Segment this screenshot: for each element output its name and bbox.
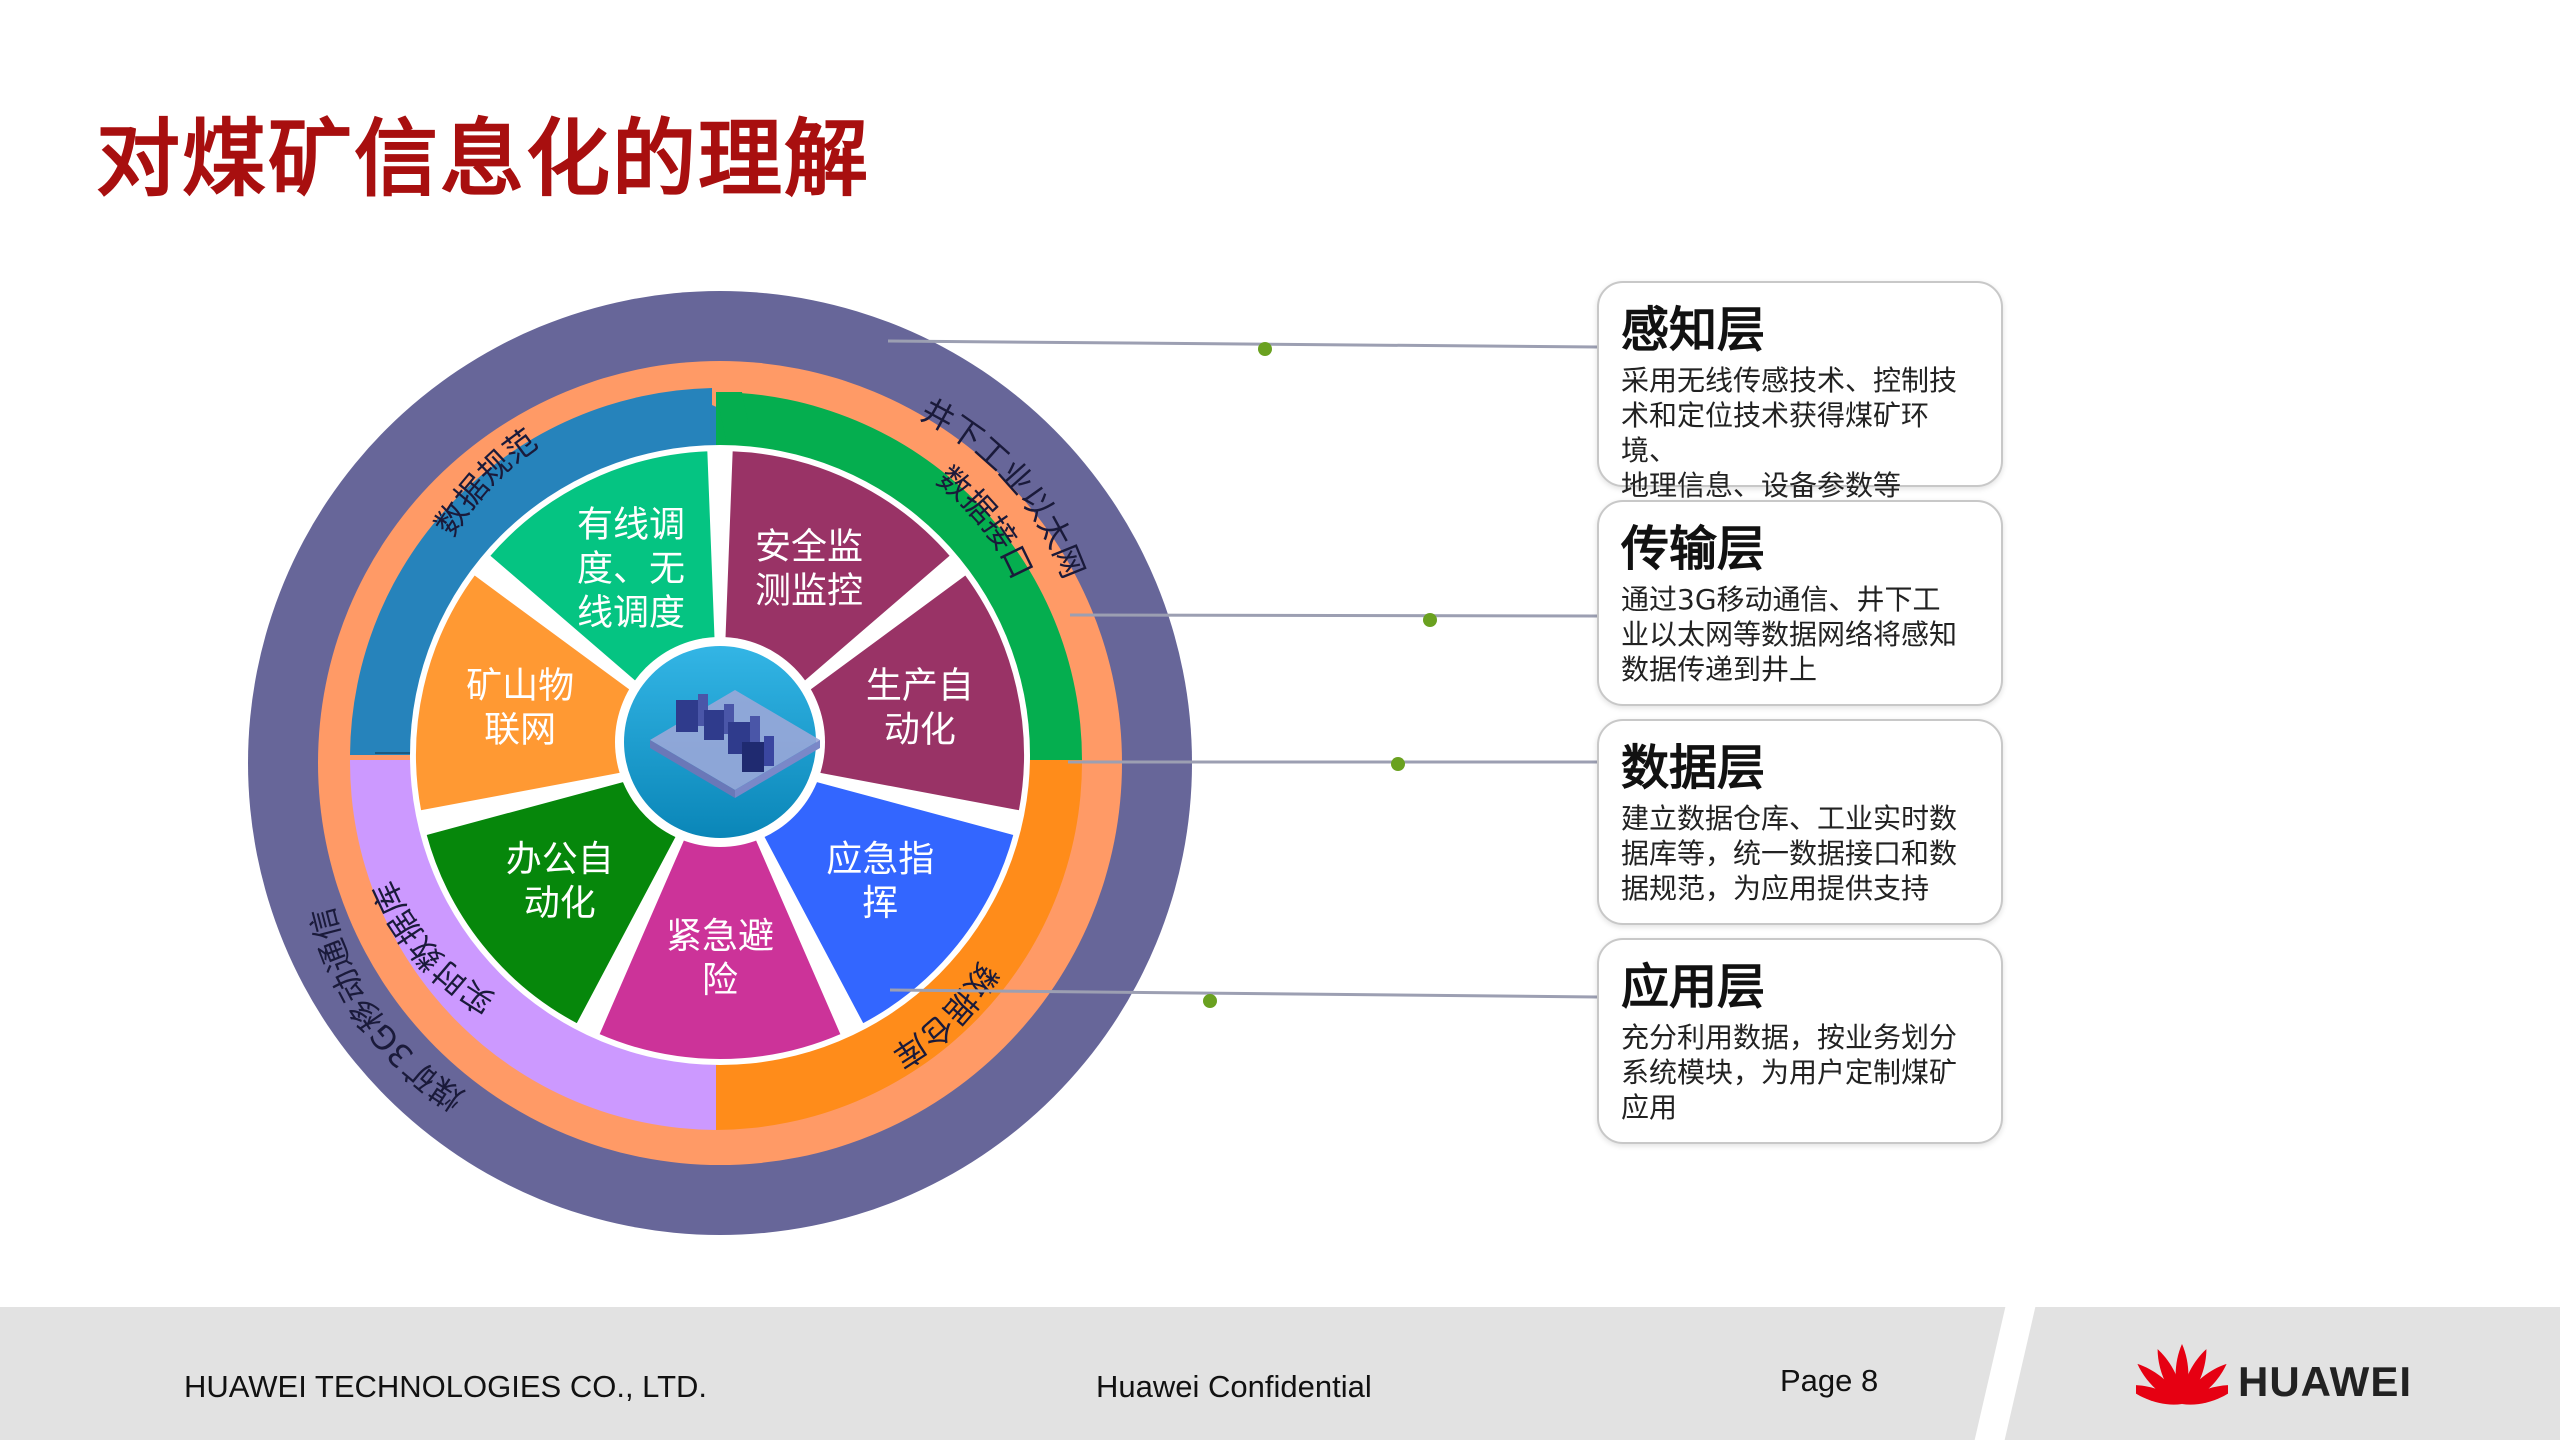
footer-confidential: Huawei Confidential bbox=[1096, 1369, 1372, 1404]
layer-desc-line: 数据传递到井上 bbox=[1621, 653, 1818, 686]
layer-desc-line: 术和定位技术获得煤矿环境、 bbox=[1621, 399, 1930, 467]
layer-desc-line: 采用无线传感技术、控制技 bbox=[1621, 364, 1958, 397]
pie-segments bbox=[414, 449, 1026, 1061]
connectors bbox=[887, 339, 1598, 999]
pie-segment bbox=[424, 755, 718, 1026]
layer-box-data: 数据层 建立数据仓库、工业实时数 据库等，统一数据接口和数 据规范，为应用提供支… bbox=[1597, 719, 2003, 925]
footer-bar: HUAWEI TECHNOLOGIES CO., LTD. Huawei Con… bbox=[0, 1307, 2560, 1440]
layer-desc-line: 业以太网等数据网络将感知 bbox=[1621, 618, 1958, 651]
pie-segment-label: 有线调 bbox=[577, 504, 685, 545]
layer-description: 通过3G移动通信、井下工 业以太网等数据网络将感知 数据传递到井上 bbox=[1621, 582, 1979, 687]
footer-divider bbox=[1974, 1307, 2036, 1440]
pie-segment bbox=[596, 761, 844, 1061]
footer-page-number: Page 8 bbox=[1780, 1363, 1879, 1398]
pie-segment-label: 测监控 bbox=[755, 570, 863, 611]
layer-desc-line: 充分利用数据，按业务划分 bbox=[1621, 1021, 1958, 1054]
layer-desc-line: 建立数据仓库、工业实时数 bbox=[1621, 802, 1958, 835]
pie-segment bbox=[722, 755, 1016, 1026]
pie-segment-label: 动化 bbox=[884, 709, 956, 750]
huawei-logo-icon bbox=[2136, 1344, 2228, 1405]
pie-segment-label: 联网 bbox=[484, 709, 556, 750]
pie-segment-label: 险 bbox=[702, 960, 738, 1001]
layer-box-perception: 感知层 采用无线传感技术、控制技 术和定位技术获得煤矿环境、 地理信息、设备参数… bbox=[1597, 281, 2003, 502]
pie-segment-label: 办公自 bbox=[506, 839, 614, 880]
layer-desc-line: 据规范，为应用提供支持 bbox=[1621, 872, 1930, 905]
pie-segment-label: 线调度 bbox=[577, 592, 685, 633]
pie-segment-label: 生产自 bbox=[866, 665, 974, 706]
layer-box-application: 应用层 充分利用数据，按业务划分 系统模块，为用户定制煤矿 应用 bbox=[1597, 938, 2003, 1144]
pie-segment-label: 动化 bbox=[524, 883, 596, 924]
pie-segment-label: 紧急避 bbox=[666, 916, 774, 957]
server-network-icon bbox=[650, 690, 820, 798]
layer-desc-line: 地理信息、设备参数等 bbox=[1621, 469, 1902, 502]
layer-description: 建立数据仓库、工业实时数 据库等，统一数据接口和数 据规范，为应用提供支持 bbox=[1621, 801, 1979, 906]
layer-box-transmission: 传输层 通过3G移动通信、井下工 业以太网等数据网络将感知 数据传递到井上 bbox=[1597, 500, 2003, 706]
pie-segment-label: 安全监 bbox=[755, 526, 863, 567]
layer-description: 充分利用数据，按业务划分 系统模块，为用户定制煤矿 应用 bbox=[1621, 1020, 1979, 1125]
layer-desc-line: 系统模块，为用户定制煤矿 bbox=[1621, 1056, 1958, 1089]
pie-segment-label: 应急指 bbox=[826, 839, 934, 880]
layer-title: 应用层 bbox=[1621, 959, 1766, 1015]
layer-desc-line: 通过3G移动通信、井下工 bbox=[1621, 583, 1941, 616]
layer-desc-line: 据库等，统一数据接口和数 bbox=[1621, 837, 1958, 870]
layer-title: 数据层 bbox=[1621, 740, 1766, 796]
hub bbox=[615, 637, 825, 847]
layer-title: 传输层 bbox=[1621, 521, 1766, 577]
connector-dots bbox=[1203, 342, 1437, 1008]
layer-description: 采用无线传感技术、控制技 术和定位技术获得煤矿环境、 地理信息、设备参数等 bbox=[1621, 363, 1979, 503]
layer-title: 感知层 bbox=[1621, 302, 1766, 358]
pie-segment-label: 挥 bbox=[862, 883, 898, 924]
pie-segment-label: 矿山物 bbox=[466, 665, 574, 706]
slide-title: 对煤矿信息化的理解 bbox=[96, 110, 871, 208]
footer-company: HUAWEI TECHNOLOGIES CO., LTD. bbox=[184, 1369, 708, 1404]
pie-segment-label: 度、无 bbox=[577, 548, 685, 589]
layer-desc-line: 应用 bbox=[1621, 1091, 1678, 1124]
huawei-wordmark: HUAWEI bbox=[2238, 1358, 2412, 1405]
